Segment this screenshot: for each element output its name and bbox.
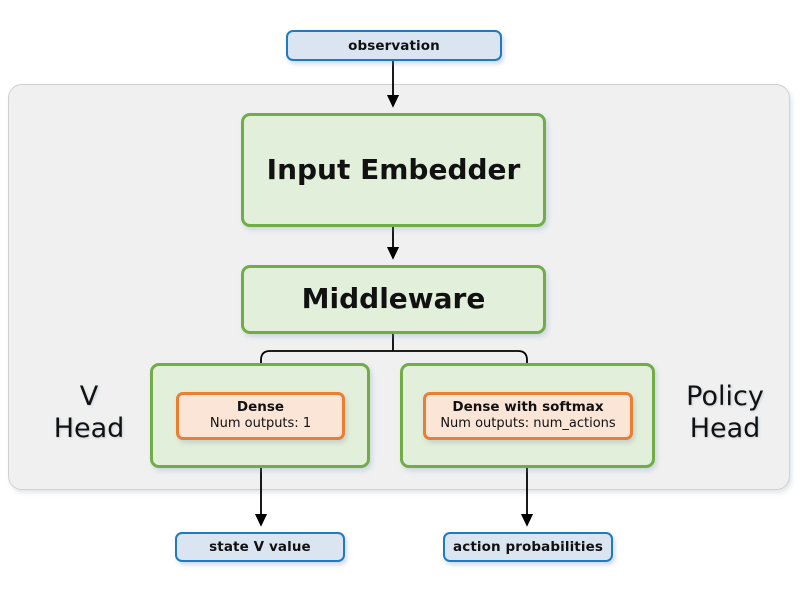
node-policy-head-dense[interactable]: Dense with softmax Num outputs: num_acti… <box>423 392 633 440</box>
node-observation-label: observation <box>348 37 440 54</box>
node-v-head-dense-title: Dense <box>236 399 285 416</box>
node-action-probabilities-label: action probabilities <box>453 539 603 555</box>
label-v-head-line2: Head <box>53 412 125 444</box>
node-input-embedder-label: Input Embedder <box>266 152 521 186</box>
label-policy-head-line1: Policy <box>686 381 764 412</box>
label-policy-head-line2: Head <box>689 412 761 444</box>
node-state-v-value[interactable]: state V value <box>175 532 345 562</box>
label-v-head: V Head <box>36 381 142 445</box>
node-action-probabilities[interactable]: action probabilities <box>443 532 613 562</box>
node-input-embedder[interactable]: Input Embedder <box>241 113 546 227</box>
label-policy-head: Policy Head <box>663 381 787 445</box>
node-state-v-value-label: state V value <box>209 539 311 555</box>
node-middleware-label: Middleware <box>301 282 486 316</box>
label-v-head-line1: V <box>79 381 99 412</box>
node-observation[interactable]: observation <box>286 30 502 61</box>
node-policy-head-dense-title: Dense with softmax <box>452 399 604 416</box>
node-policy-head-dense-subtitle: Num outputs: num_actions <box>440 416 616 432</box>
node-middleware[interactable]: Middleware <box>241 265 546 334</box>
node-v-head-dense[interactable]: Dense Num outputs: 1 <box>176 392 345 440</box>
node-v-head-dense-subtitle: Num outputs: 1 <box>209 416 312 432</box>
